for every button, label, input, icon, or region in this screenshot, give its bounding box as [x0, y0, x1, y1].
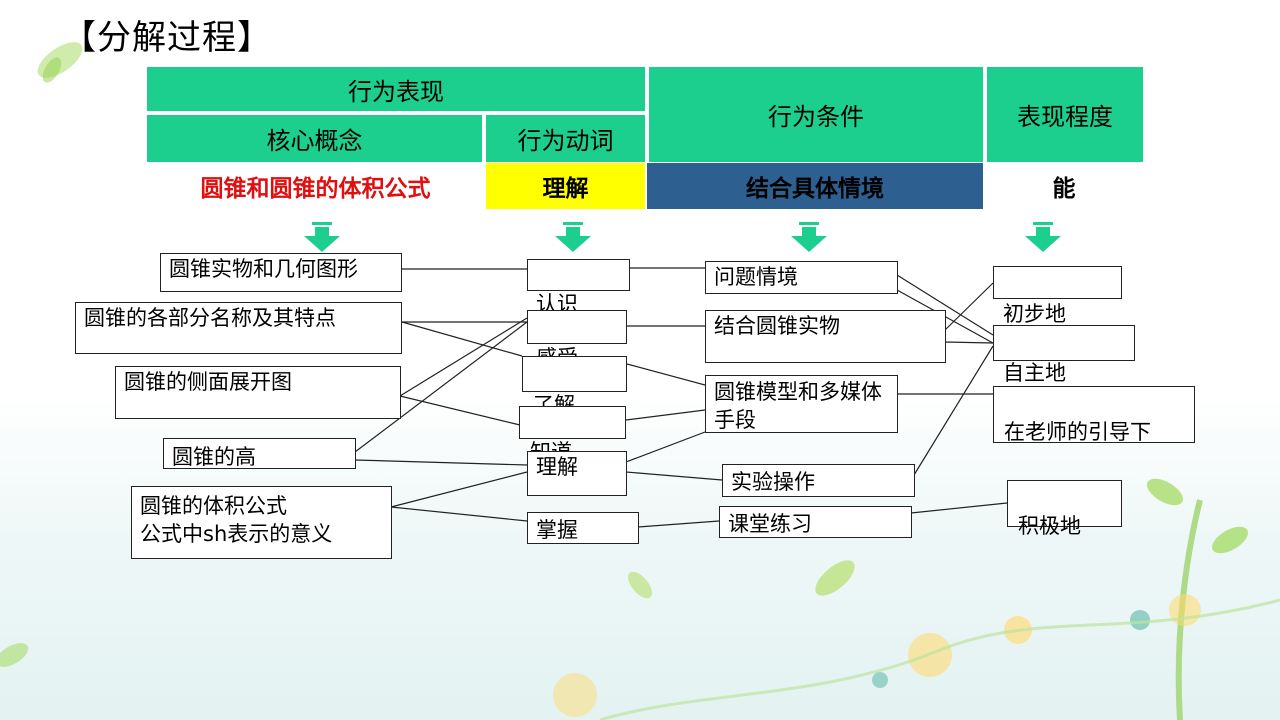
condition-label: 实验操作 [731, 470, 815, 494]
condition-label: 问题情境 [714, 265, 798, 289]
verb-label: 了解 [533, 393, 575, 406]
degree-box [993, 325, 1135, 361]
condition-label: 结合圆锥实物 [714, 314, 840, 338]
down-arrow-icon [304, 222, 340, 252]
concept-box: 圆锥的体积公式 公式中sh表示的意义 [131, 486, 392, 559]
verb-box [519, 406, 626, 439]
concept-box: 圆锥的各部分名称及其特点 [75, 302, 402, 354]
concept-label: 圆锥的体积公式 [140, 494, 287, 518]
degree-label: 在老师的引导下 [1004, 420, 1151, 444]
concept-label: 圆锥实物和几何图形 [169, 257, 358, 281]
verb-label: 理解 [536, 455, 578, 479]
concept-label: 公式中sh表示的意义 [140, 522, 333, 546]
concept-label: 圆锥的侧面展开图 [124, 370, 292, 394]
verb-box: 理解 [527, 451, 627, 496]
row-verb: 理解 [486, 163, 645, 209]
concept-box: 圆锥的高 [163, 438, 356, 469]
header-behavior-condition: 行为条件 [647, 67, 983, 162]
condition-box: 圆锥模型和多媒体手段 [705, 375, 898, 433]
degree-label: 积极地 [1018, 514, 1081, 538]
degree-label: 自主地 [1003, 361, 1066, 385]
header-action-verb: 行为动词 [486, 115, 645, 162]
header-core-concept: 核心概念 [147, 115, 484, 162]
condition-box: 课堂练习 [719, 506, 912, 538]
verb-label: 掌握 [536, 518, 578, 542]
row-condition: 结合具体情境 [647, 163, 983, 209]
slide-title: 【分解过程】 [62, 18, 272, 58]
header-performance-degree: 表现程度 [985, 67, 1143, 162]
verb-box [522, 356, 627, 392]
degree-box: 积极地 [1007, 480, 1122, 538]
condition-box: 实验操作 [722, 464, 915, 497]
concept-label: 圆锥的各部分名称及其特点 [84, 306, 336, 330]
verb-label: 知道 [530, 440, 590, 451]
condition-box: 结合圆锥实物 [705, 310, 946, 363]
verb-label: 认识 [536, 292, 578, 310]
down-arrow-icon [555, 222, 591, 252]
verb-box: 掌握 [527, 512, 639, 544]
verb-box [527, 310, 627, 344]
condition-label: 课堂练习 [728, 512, 812, 536]
row-degree: 能 [1052, 176, 1076, 202]
concept-label: 圆锥的高 [172, 445, 256, 469]
down-arrow-icon [1025, 222, 1061, 252]
header-behavior-performance: 行为表现 [147, 67, 645, 113]
condition-label: 圆锥模型和多媒体手段 [714, 380, 882, 432]
concept-box: 圆锥实物和几何图形 [160, 253, 402, 292]
degree-label: 初步地 [1003, 302, 1066, 326]
condition-box: 问题情境 [705, 261, 898, 294]
degree-box: 在老师的引导下 [993, 386, 1195, 444]
concept-box: 圆锥的侧面展开图 [115, 366, 401, 419]
down-arrow-icon [791, 222, 827, 252]
row-concept: 圆锥和圆锥的体积公式 [200, 176, 431, 202]
verb-box [527, 259, 630, 291]
degree-box [993, 266, 1122, 299]
